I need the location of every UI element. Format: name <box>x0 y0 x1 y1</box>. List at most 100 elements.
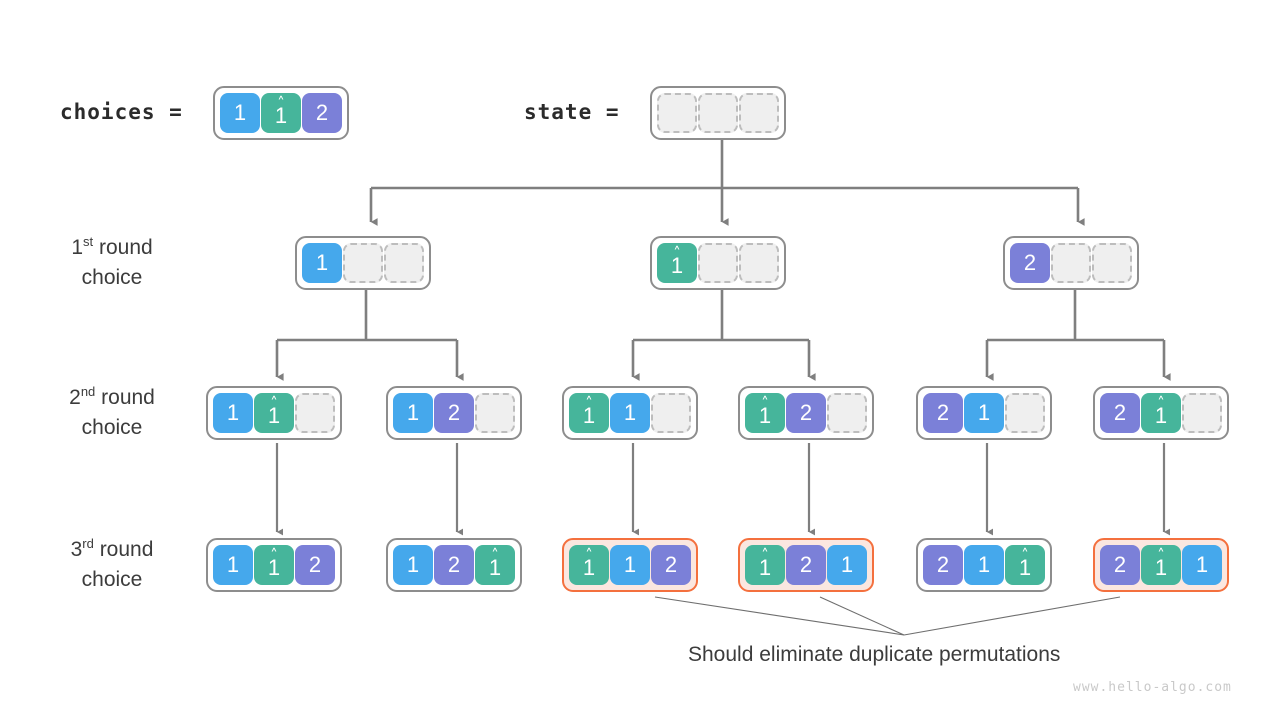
array-cell-value: 2 <box>923 545 963 585</box>
array-cell-empty <box>657 93 697 133</box>
array-cell-empty <box>827 393 867 433</box>
array-cell-text: 1 <box>623 400 637 425</box>
array-cell-empty <box>698 93 738 133</box>
array-cell-value: 1 <box>302 243 342 283</box>
array-cell-text: 1 <box>582 403 596 428</box>
array-cell-text: 1 <box>267 555 281 580</box>
array-cell-text: 1 <box>977 400 991 425</box>
array-cell-text: 1 <box>488 555 502 580</box>
array-cell-empty <box>1092 243 1132 283</box>
row-1-label: 1st round choice <box>22 233 202 293</box>
row-1-line2: choice <box>81 266 143 289</box>
row-2-line2: choice <box>81 416 143 439</box>
array-cell-value: 2 <box>786 393 826 433</box>
array-cell-value: 2 <box>302 93 342 133</box>
array-cell-value-hat: ˄1 <box>254 545 294 585</box>
caret-icon: ˄ <box>277 94 285 112</box>
caret-icon: ˄ <box>1157 546 1165 564</box>
array-cell-text: 1 <box>267 403 281 428</box>
array-cell-text: 1 <box>406 400 420 425</box>
array-cell-value: 1 <box>610 393 650 433</box>
array-cell-value: 2 <box>923 393 963 433</box>
array-cell-text: 1 <box>315 250 329 275</box>
array-cell-text: 2 <box>799 552 813 577</box>
tree-node: 2˄1 <box>1093 386 1229 440</box>
hat-glyph: ˄1 <box>272 94 290 128</box>
array-cell-value: 1 <box>393 545 433 585</box>
array-cell-text: 1 <box>1195 552 1209 577</box>
caret-icon: ˄ <box>1021 546 1029 564</box>
array-cell-text: 1 <box>670 253 684 278</box>
array-cell-text: 1 <box>406 552 420 577</box>
array-cell-value: 2 <box>651 545 691 585</box>
array-cell-value: 1 <box>213 545 253 585</box>
array-cell-text: 2 <box>1023 250 1037 275</box>
hat-glyph: ˄1 <box>580 546 598 580</box>
array-cell-text: 2 <box>664 552 678 577</box>
row-2-suffix: nd <box>80 384 96 399</box>
hat-glyph: ˄1 <box>1152 394 1170 428</box>
array-cell-text: 1 <box>233 100 247 125</box>
row-3-line2: choice <box>81 568 143 591</box>
array-cell-empty <box>1051 243 1091 283</box>
caret-icon: ˄ <box>1157 394 1165 412</box>
array-cell-value-hat: ˄1 <box>261 93 301 133</box>
array-cell-value-hat: ˄1 <box>657 243 697 283</box>
array-cell-value-hat: ˄1 <box>1005 545 1045 585</box>
tree-node: 2 ˄1 1 <box>1093 538 1229 592</box>
array-cell-text: 2 <box>315 100 329 125</box>
choices-label: choices = <box>60 100 183 124</box>
array-cell-value-hat: ˄1 <box>569 393 609 433</box>
array-cell-empty <box>1182 393 1222 433</box>
caret-icon: ˄ <box>585 546 593 564</box>
duplicate-permutations-caption: Should eliminate duplicate permutations <box>688 643 1061 666</box>
caret-icon: ˄ <box>585 394 593 412</box>
array-cell-text: 1 <box>274 103 288 128</box>
array-cell-value: 1 <box>1182 545 1222 585</box>
hat-glyph: ˄1 <box>486 546 504 580</box>
array-cell-empty <box>651 393 691 433</box>
caret-icon: ˄ <box>270 394 278 412</box>
row-1-ordinal: 1 <box>71 236 83 259</box>
array-cell-text: 1 <box>226 552 240 577</box>
hat-glyph: ˄1 <box>756 546 774 580</box>
array-cell-text: 2 <box>1113 552 1127 577</box>
caret-icon: ˄ <box>761 546 769 564</box>
array-cell-value: 1 <box>213 393 253 433</box>
array-cell-value: 2 <box>295 545 335 585</box>
array-cell-value: 2 <box>434 393 474 433</box>
row-3-ordinal: 3 <box>70 538 83 561</box>
state-array <box>650 86 786 140</box>
array-cell-empty <box>384 243 424 283</box>
array-cell-text: 1 <box>840 552 854 577</box>
hat-glyph: ˄1 <box>265 394 283 428</box>
array-cell-value-hat: ˄1 <box>569 545 609 585</box>
array-cell-value: 2 <box>1100 545 1140 585</box>
array-cell-text: 1 <box>758 555 772 580</box>
array-cell-value: 1 <box>827 545 867 585</box>
caret-icon: ˄ <box>491 546 499 564</box>
hat-glyph: ˄1 <box>580 394 598 428</box>
array-cell-text: 2 <box>936 552 950 577</box>
array-cell-value-hat: ˄1 <box>745 545 785 585</box>
array-cell-value-hat: ˄1 <box>1141 545 1181 585</box>
array-cell-text: 2 <box>936 400 950 425</box>
array-cell-text: 1 <box>582 555 596 580</box>
array-cell-value-hat: ˄1 <box>1141 393 1181 433</box>
array-cell-value: 2 <box>434 545 474 585</box>
caret-icon: ˄ <box>673 244 681 262</box>
tree-node: 1˄1 <box>206 386 342 440</box>
tree-node: ˄1 <box>650 236 786 290</box>
array-cell-text: 1 <box>758 403 772 428</box>
array-cell-text: 1 <box>623 552 637 577</box>
hat-glyph: ˄1 <box>1152 546 1170 580</box>
row-1-suffix: st <box>83 234 94 249</box>
hat-glyph: ˄1 <box>668 244 686 278</box>
